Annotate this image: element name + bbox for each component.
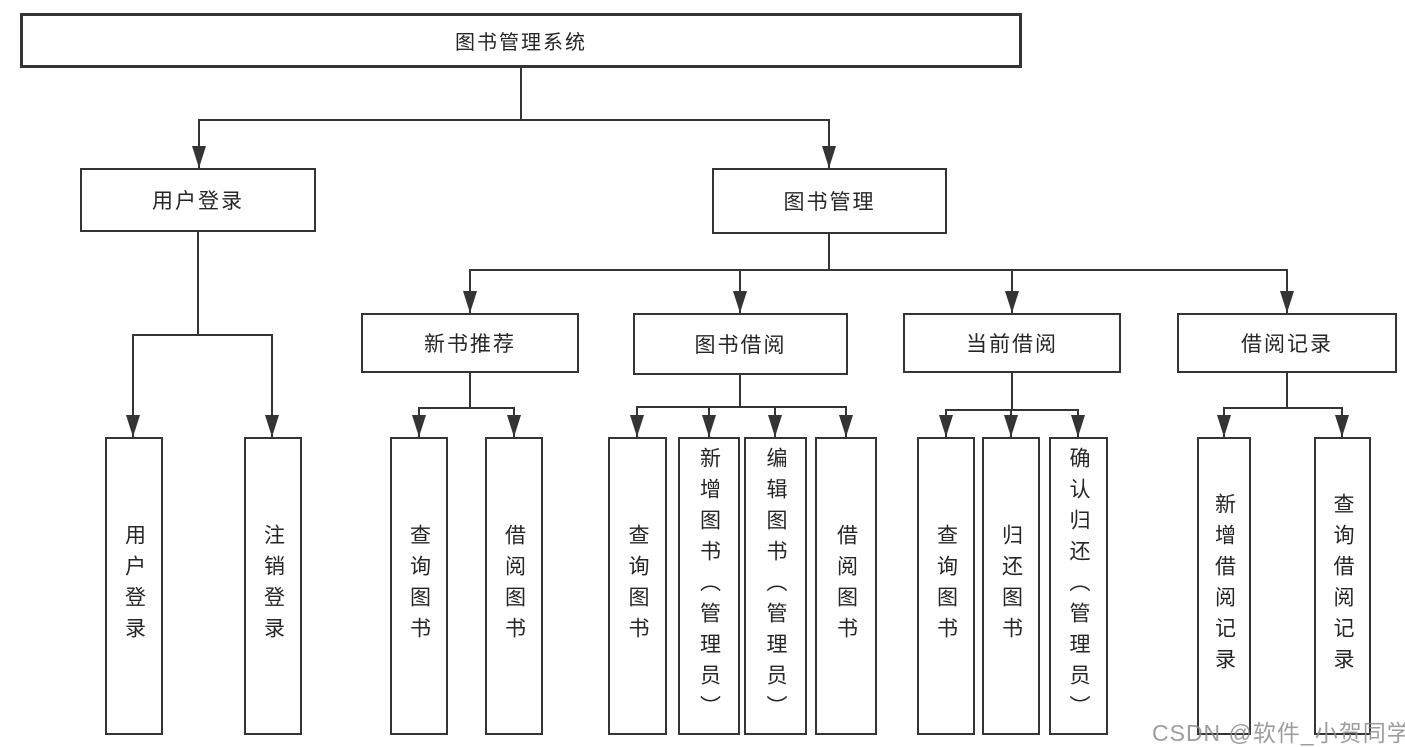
arrowhead-g3-query xyxy=(939,415,953,437)
arrowhead-book-borrow xyxy=(733,291,747,313)
connector-drop-leaf-user-login xyxy=(132,334,134,437)
arrowhead-g4-query xyxy=(1335,415,1349,437)
leaf-logout: 注销登录 xyxy=(244,437,302,735)
connector-drop-user-login xyxy=(198,119,200,168)
connector-current-borrow-stem xyxy=(1011,373,1013,410)
connector-new-book-split xyxy=(418,407,515,409)
leaf-logout-label: 注销登录 xyxy=(261,524,285,648)
arrowhead-leaf-logout xyxy=(265,415,279,437)
arrowhead-leaf-user-login xyxy=(126,415,140,437)
connector-new-book-stem xyxy=(469,373,471,408)
arrowhead-g2-add xyxy=(702,415,716,437)
connector-book-borrow-split xyxy=(636,406,847,408)
node-current-borrow: 当前借阅 xyxy=(903,313,1121,373)
leaf-return-books: 归还图书 xyxy=(982,437,1040,735)
leaf-borrow-books-recommend: 借阅图书 xyxy=(485,437,543,735)
node-user-login: 用户登录 xyxy=(80,168,316,232)
leaf-query-books-current: 查询图书 xyxy=(917,437,975,735)
connector-current-borrow-split xyxy=(945,409,1079,411)
leaf-confirm-return-admin: 确认归还（管理员） xyxy=(1049,437,1108,735)
connector-book-management-stem xyxy=(828,234,830,270)
leaf-query-books-borrow: 查询图书 xyxy=(608,437,667,735)
arrowhead-g3-confirm xyxy=(1071,415,1085,437)
leaf-query-books-recommend: 查询图书 xyxy=(390,437,448,735)
leaf-user-login: 用户登录 xyxy=(105,437,163,735)
arrowhead-user-login xyxy=(192,146,206,168)
leaf-edit-books-admin: 编辑图书（管理员） xyxy=(744,437,807,735)
arrowhead-new-book xyxy=(463,291,477,313)
connector-borrow-records-split xyxy=(1223,407,1343,409)
leaf-borrow-books-label: 借阅图书 xyxy=(834,524,858,648)
node-library-system: 图书管理系统 xyxy=(20,13,1022,68)
connector-borrow-records-stem xyxy=(1286,373,1288,408)
arrowhead-g2-borrow xyxy=(839,415,853,437)
leaf-add-borrow-record-label: 新增借阅记录 xyxy=(1212,493,1236,679)
leaf-borrow-books-recommend-label: 借阅图书 xyxy=(502,524,526,648)
connector-level3-split xyxy=(469,269,1287,271)
connector-drop-leaf-logout xyxy=(271,334,273,437)
connector-user-login-split xyxy=(132,334,273,336)
connector-drop-book-management xyxy=(828,119,830,168)
leaf-confirm-return-admin-label: 确认归还（管理员） xyxy=(1067,446,1090,726)
leaf-query-borrow-record-label: 查询借阅记录 xyxy=(1331,493,1354,679)
leaf-query-borrow-record: 查询借阅记录 xyxy=(1314,437,1371,735)
leaf-borrow-books: 借阅图书 xyxy=(815,437,877,735)
arrowhead-g1-borrow xyxy=(507,415,521,437)
leaf-edit-books-admin-label: 编辑图书（管理员） xyxy=(764,446,787,726)
node-book-borrow: 图书借阅 xyxy=(633,313,848,375)
connector-book-borrow-stem xyxy=(739,373,741,407)
leaf-add-borrow-record: 新增借阅记录 xyxy=(1197,437,1251,735)
leaf-return-books-label: 归还图书 xyxy=(999,524,1023,648)
arrowhead-g1-query xyxy=(412,415,426,437)
leaf-user-login-label: 用户登录 xyxy=(122,524,146,648)
node-new-book-recommend: 新书推荐 xyxy=(361,313,579,373)
leaf-query-books-borrow-label: 查询图书 xyxy=(626,524,649,648)
arrowhead-g3-return xyxy=(1004,415,1018,437)
csdn-watermark: CSDN @软件_小贺同学 xyxy=(1152,720,1405,746)
connector-level2-split xyxy=(198,119,830,121)
arrowhead-current-borrow xyxy=(1005,291,1019,313)
arrowhead-g2-query xyxy=(630,415,644,437)
leaf-query-books-recommend-label: 查询图书 xyxy=(407,524,431,648)
node-book-management: 图书管理 xyxy=(712,168,947,234)
connector-user-login-stem xyxy=(197,232,199,335)
arrowhead-book-management xyxy=(822,146,836,168)
connector-root-stem xyxy=(520,68,522,120)
leaf-add-books-admin-label: 新增图书（管理员） xyxy=(697,446,721,726)
arrowhead-borrow-records xyxy=(1280,291,1294,313)
leaf-add-books-admin: 新增图书（管理员） xyxy=(678,437,740,735)
arrowhead-g2-edit xyxy=(768,415,782,437)
leaf-query-books-current-label: 查询图书 xyxy=(934,524,958,648)
arrowhead-g4-add xyxy=(1217,415,1231,437)
node-borrow-records: 借阅记录 xyxy=(1177,313,1397,373)
